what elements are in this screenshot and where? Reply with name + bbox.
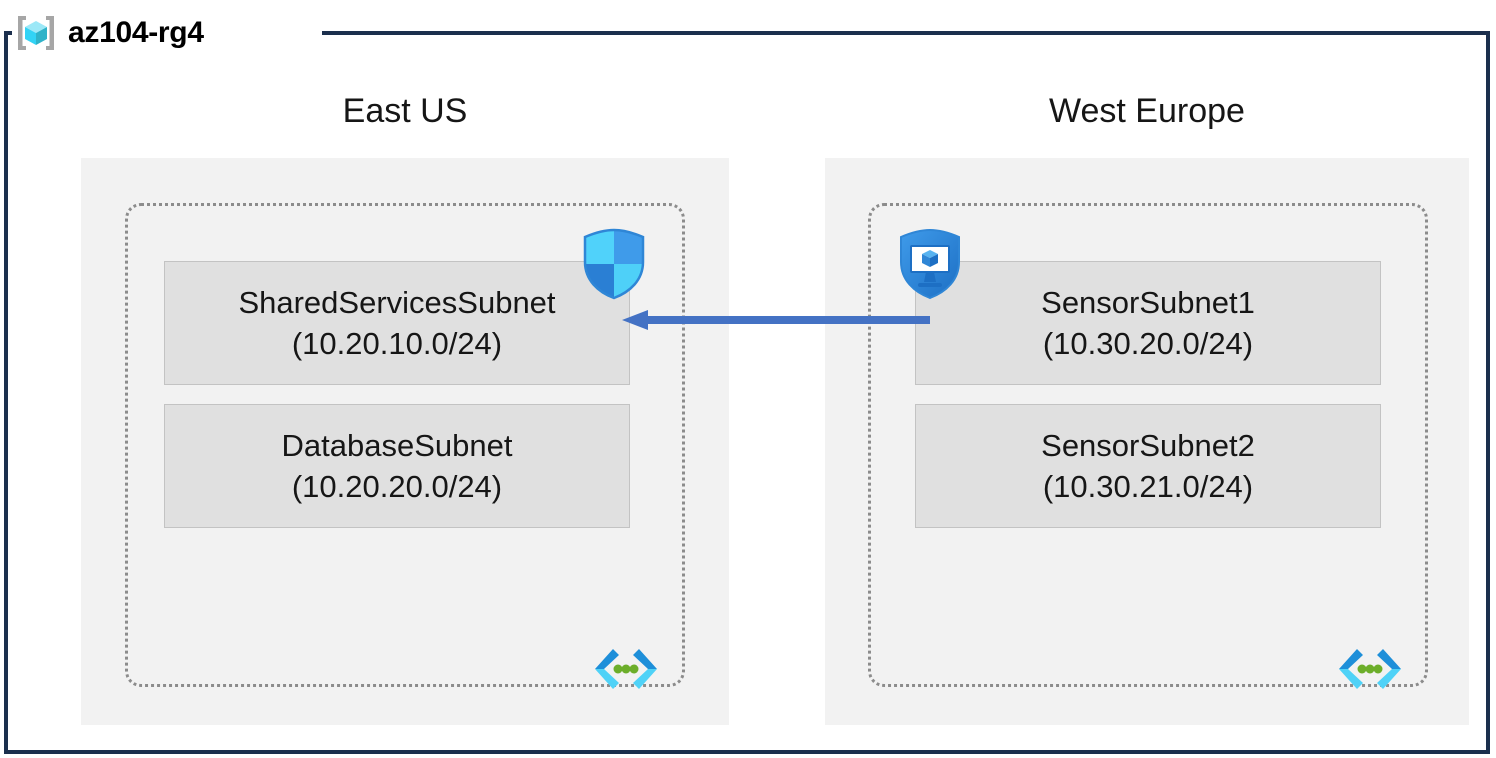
virtual-network-icon-manufacturingvnet[interactable] (1337, 647, 1403, 691)
subnet-name-databasesubnet: DatabaseSubnet (281, 428, 513, 463)
resource-group-cube-icon (14, 13, 58, 53)
vnet-peering-arrow (612, 300, 930, 340)
application-security-group-shield-monitor-icon[interactable] (896, 228, 964, 300)
vnet-container-coreservicesvnet: CoreServicesVnet (10.20.0.0/16) (125, 203, 685, 687)
resource-group-frame (4, 31, 1490, 754)
subnet-address-sensorsubnet2: (10.30.21.0/24) (1042, 469, 1254, 504)
subnet-box-sharedservicessubnet[interactable]: SharedServicesSubnet (10.20.10.0/24) (164, 261, 630, 385)
subnet-box-sensorsubnet2[interactable]: SensorSubnet2 (10.30.21.0/24) (915, 404, 1381, 528)
subnet-address-databasesubnet: (10.20.20.0/24) (291, 469, 503, 504)
subnet-box-sensorsubnet1[interactable]: SensorSubnet1 (10.30.20.0/24) (915, 261, 1381, 385)
subnet-name-sensorsubnet1: SensorSubnet1 (1041, 285, 1255, 320)
vnet-container-manufacturingvnet: ManufacturingVnet (10.30.0.0/16) (868, 203, 1428, 687)
region-label-west-europe: West Europe (1049, 92, 1245, 130)
region-label-east-us: East US (342, 92, 468, 130)
network-security-group-shield-icon[interactable] (580, 228, 648, 300)
subnet-name-sensorsubnet2: SensorSubnet2 (1041, 428, 1255, 463)
resource-group-header: az104-rg4 (14, 7, 204, 59)
subnet-address-sharedservicessubnet: (10.20.10.0/24) (291, 326, 503, 361)
subnet-address-sensorsubnet1: (10.30.20.0/24) (1042, 326, 1254, 361)
virtual-network-icon-coreservicesvnet[interactable] (593, 647, 659, 691)
resource-group-name: az104-rg4 (68, 16, 204, 49)
subnet-box-databasesubnet[interactable]: DatabaseSubnet (10.20.20.0/24) (164, 404, 630, 528)
resource-group-header-gap (12, 12, 322, 54)
subnet-name-sharedservicessubnet: SharedServicesSubnet (238, 285, 556, 320)
